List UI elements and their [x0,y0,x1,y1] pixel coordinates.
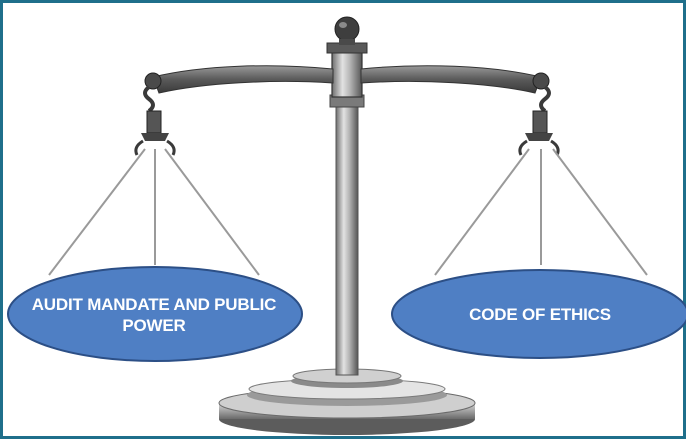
scale-pillar [326,16,368,376]
right-pan [391,269,686,359]
left-pan-strings [48,148,260,276]
left-hanger [134,85,176,156]
scale-beam [144,65,550,94]
left-pan [7,266,303,362]
right-pan-strings [434,148,648,276]
left-pan-label: AUDIT MANDATE AND PUBLIC POWER [31,295,277,335]
balance-scale-illustration [7,16,686,435]
right-hanger [518,85,560,156]
right-pan-label: CODE OF ETHICS [469,304,611,324]
scale-base [218,368,476,435]
